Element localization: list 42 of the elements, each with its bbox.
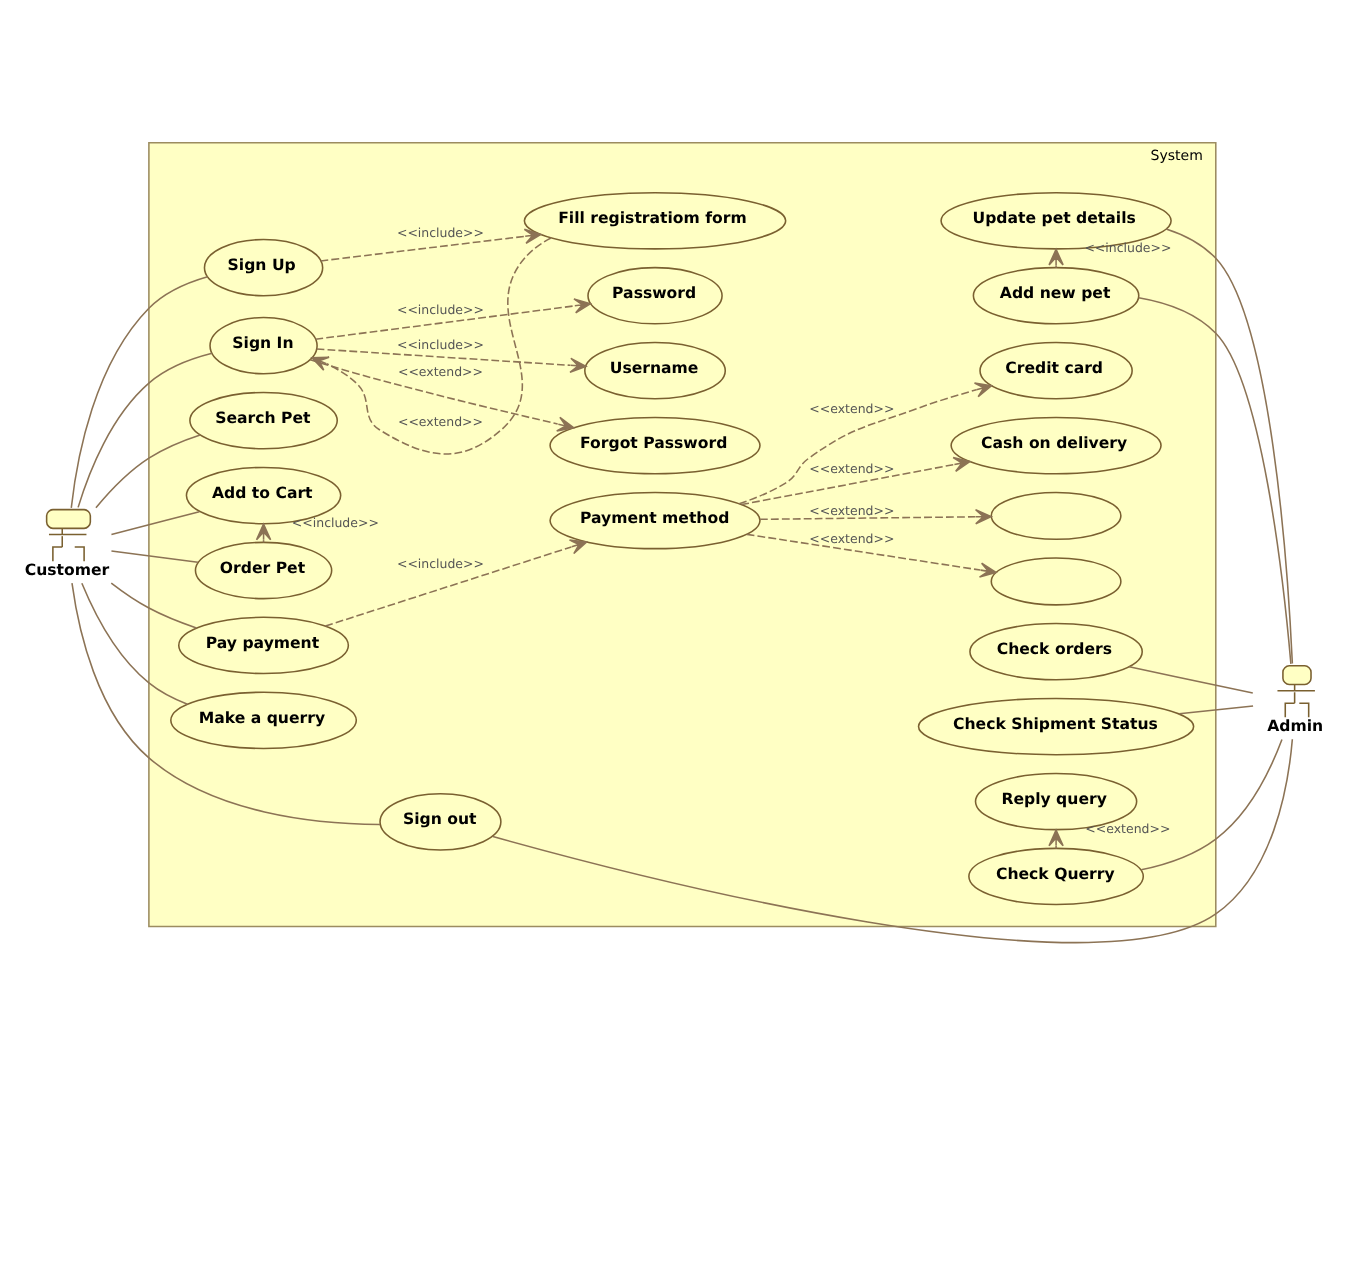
node-label: Customer <box>24 560 110 579</box>
connector <box>71 581 381 825</box>
arrow <box>314 297 592 339</box>
arrow <box>320 227 542 261</box>
node-ellipse: Username <box>584 340 727 399</box>
arrow <box>1048 247 1064 268</box>
node-ellipse <box>990 490 1122 540</box>
node-ellipse: Sign Up <box>203 237 324 296</box>
arrow <box>1048 828 1064 849</box>
connector <box>1178 704 1254 714</box>
connector <box>95 433 201 508</box>
connector <box>1140 737 1283 870</box>
node-ellipse: Search Pet <box>189 390 338 449</box>
connector <box>81 581 189 704</box>
node-ellipse: Password <box>587 265 723 324</box>
connector <box>70 274 209 508</box>
arrow <box>255 522 272 543</box>
node-ellipse <box>990 556 1122 605</box>
arrow <box>309 358 575 431</box>
node-ellipse: Sign In <box>209 315 318 374</box>
node-ellipse: Check Shipment Status <box>917 696 1195 755</box>
arrow <box>740 455 971 505</box>
connector <box>492 737 1294 943</box>
connector <box>110 581 198 628</box>
node-ellipse: Payment method <box>549 490 761 549</box>
node-ellipse: Credit card <box>979 340 1133 399</box>
connector <box>110 509 201 535</box>
node-ellipse: Sign out <box>379 791 502 850</box>
node-ellipse: Pay payment <box>178 615 350 674</box>
connector <box>110 549 199 562</box>
node-label: Admin <box>1267 716 1324 735</box>
arrow <box>324 538 588 626</box>
connector <box>1165 227 1294 664</box>
connector <box>1137 295 1292 664</box>
node-ellipse: Check orders <box>969 621 1143 680</box>
connector <box>77 351 213 508</box>
node-ellipse: Make a querry <box>170 690 358 749</box>
arrow <box>746 532 997 577</box>
connector <box>1128 665 1254 693</box>
arrow <box>315 347 587 373</box>
arrow <box>759 507 993 524</box>
arrow <box>738 381 993 504</box>
